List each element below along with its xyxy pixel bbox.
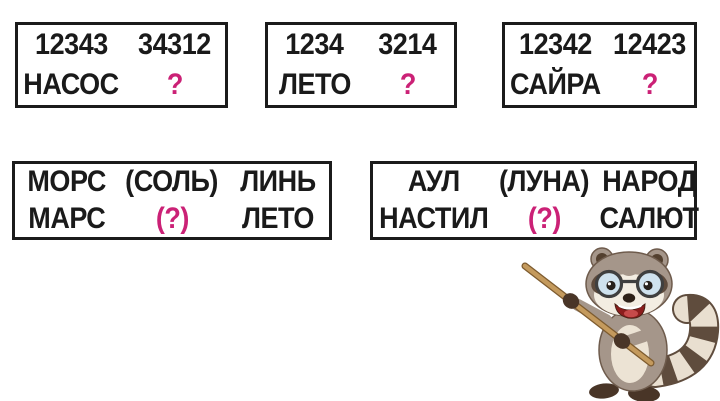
pointer-stick: [521, 262, 655, 367]
raccoon-mouth: [614, 302, 646, 319]
eye-highlight: [607, 282, 611, 286]
raccoon-tongue: [624, 309, 638, 318]
puzzle-box-sol: МОРС (СОЛЬ) ЛИНЬ МАРС (?) ЛЕТО: [12, 161, 332, 240]
raccoon-paw-upper: [562, 293, 580, 309]
cipher-word: ЛЕТО: [278, 68, 351, 101]
answer-question-mark: (?): [155, 201, 189, 235]
cipher-number: 3214: [378, 28, 437, 61]
raccoon-illustration: [521, 247, 720, 401]
glasses-icon: [594, 269, 665, 299]
cipher-number: 1234: [285, 28, 344, 61]
answer-question-mark: ?: [166, 68, 183, 101]
puzzle-word: НАРОД: [602, 165, 697, 199]
puzzle-word-bracketed: (ЛУНА): [499, 165, 590, 199]
puzzle-word: ЛИНЬ: [239, 165, 316, 199]
answer-question-mark: ?: [641, 68, 658, 101]
puzzle-word: НАСТИЛ: [379, 201, 489, 235]
puzzle-word: САЛЮТ: [599, 201, 699, 235]
answer-question-mark: (?): [527, 201, 562, 235]
eye-highlight: [644, 282, 648, 286]
cipher-number: 12342: [518, 28, 592, 61]
raccoon-eye-left: [606, 280, 616, 291]
puzzle-word-bracketed: (СОЛЬ): [125, 165, 219, 199]
raccoon-forehead: [618, 254, 640, 276]
puzzle-box-leto: 1234 3214 ЛЕТО ?: [265, 22, 457, 108]
puzzle-box-nasos: 12343 34312 НАСОС ?: [15, 22, 228, 108]
puzzle-word: МОРС: [27, 165, 106, 199]
cipher-word: НАСОС: [23, 68, 119, 101]
puzzle-word: МАРС: [27, 201, 105, 235]
puzzle-box-sayra: 12342 12423 САЙРА ?: [502, 22, 697, 108]
raccoon-paw-lower: [613, 333, 631, 349]
puzzle-word: АУЛ: [407, 165, 460, 199]
cipher-word: САЙРА: [510, 68, 601, 101]
puzzle-word: ЛЕТО: [241, 201, 314, 235]
cipher-number: 12423: [613, 28, 687, 61]
cipher-number: 34312: [138, 28, 211, 61]
raccoon-nose: [622, 293, 636, 303]
raccoon-eye-right: [643, 280, 653, 291]
raccoon-head: [585, 247, 673, 319]
answer-question-mark: ?: [399, 68, 416, 101]
raccoon-tail: [640, 293, 720, 388]
puzzle-box-luna: АУЛ (ЛУНА) НАРОД НАСТИЛ (?) САЛЮТ: [370, 161, 699, 240]
cipher-number: 12343: [34, 28, 108, 61]
